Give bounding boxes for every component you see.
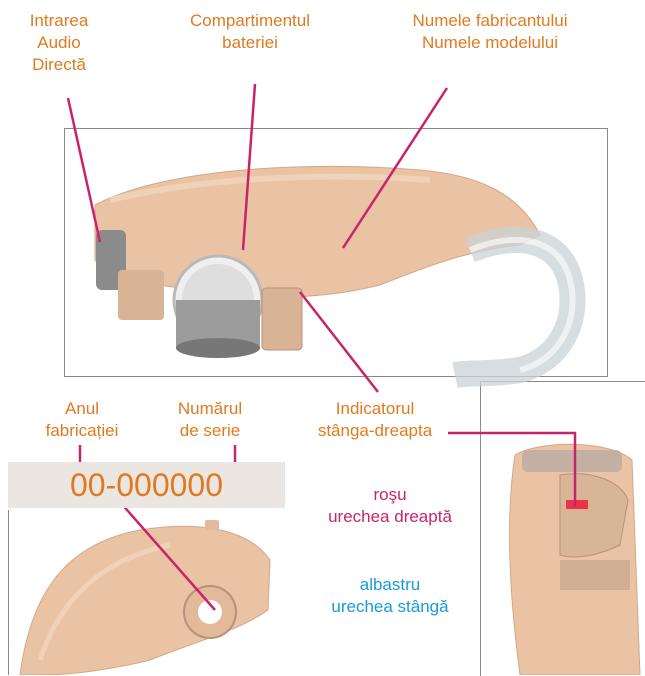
label-serial: Numărul de serie: [160, 398, 260, 442]
label-battery-line1: Compartimentul: [160, 10, 340, 32]
label-audio-input-line3: Directă: [14, 54, 104, 76]
label-audio-input: Intrarea Audio Directă: [14, 10, 104, 76]
label-battery: Compartimentul bateriei: [160, 10, 340, 54]
hearing-aid-main-illustration: [95, 166, 573, 375]
leader-audio-input: [68, 98, 100, 242]
label-year-line1: Anul: [38, 398, 126, 420]
legend-blue-line1: albastru: [305, 574, 475, 596]
legend-red: roşu urechea dreaptă: [305, 484, 475, 528]
legend-red-line2: urechea dreaptă: [305, 506, 475, 528]
leader-side-indicator: [300, 292, 378, 392]
label-maker-line2: Numele modelului: [385, 32, 595, 54]
label-year-line2: fabricației: [38, 420, 126, 442]
label-maker: Numele fabricantului Numele modelului: [385, 10, 595, 54]
label-serial-line2: de serie: [160, 420, 260, 442]
label-maker-line1: Numele fabricantului: [385, 10, 595, 32]
label-audio-input-line2: Audio: [14, 32, 104, 54]
legend-red-line1: roşu: [305, 484, 475, 506]
label-side-indicator: Indicatorul stânga-dreapta: [300, 398, 450, 442]
label-audio-input-line1: Intrarea: [14, 10, 104, 32]
label-side-indicator-line2: stânga-dreapta: [300, 420, 450, 442]
serial-number-value: 00-000000: [8, 462, 285, 508]
label-battery-line2: bateriei: [160, 32, 340, 54]
label-side-indicator-line1: Indicatorul: [300, 398, 450, 420]
label-year: Anul fabricației: [38, 398, 126, 442]
label-serial-line1: Numărul: [160, 398, 260, 420]
hearing-aid-serial-illustration: [20, 520, 270, 675]
legend-blue-line2: urechea stângă: [305, 596, 475, 618]
leader-lines: [68, 84, 575, 610]
legend-blue: albastru urechea stângă: [305, 574, 475, 618]
